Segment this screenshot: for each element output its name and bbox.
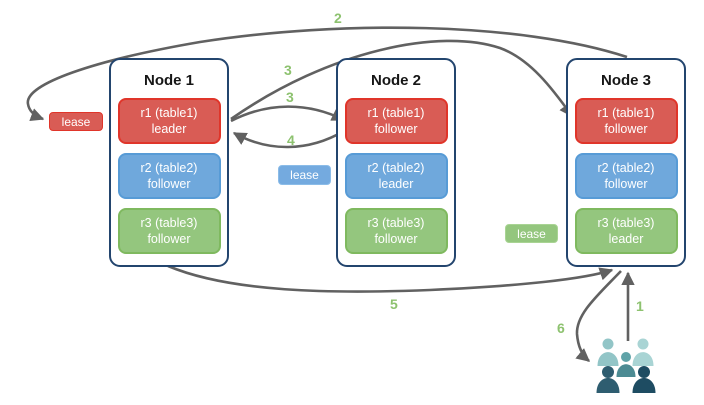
step-label-4: 4 [287, 132, 295, 148]
replica-role: leader [608, 232, 644, 246]
replica-name: r1 (table1) [367, 105, 425, 120]
step-label-2: 2 [334, 10, 342, 26]
replica-role: follower [374, 232, 418, 246]
replica-role: follower [604, 122, 648, 136]
node-3-replica-r3: r3 (table3) leader [574, 208, 678, 254]
node-2-replica-r2: r2 (table2) leader [344, 153, 448, 199]
node-3-replica-r1: r1 (table1) follower [574, 98, 678, 144]
step-label-6: 6 [557, 320, 565, 336]
step-label-1: 1 [636, 298, 644, 314]
replica-name: r3 (table3) [597, 215, 655, 230]
replica-role: follower [147, 232, 191, 246]
node-1-replica-r1: r1 (table1) leader [117, 98, 221, 144]
lease-badge-table3: lease [505, 224, 558, 243]
replica-name: r2 (table2) [597, 160, 655, 175]
node-2-title: Node 2 [370, 72, 421, 89]
node-2: Node 2 r1 (table1) follower r2 (table2) … [336, 58, 456, 267]
replica-role: follower [374, 122, 418, 136]
node-1-replica-r2: r2 (table2) follower [117, 153, 221, 199]
node-1-title: Node 1 [143, 72, 194, 89]
replica-name: r1 (table1) [140, 105, 198, 120]
replica-name: r2 (table2) [140, 160, 198, 175]
node-1: Node 1 r1 (table1) leader r2 (table2) fo… [109, 58, 229, 267]
node-3-replica-r2: r2 (table2) follower [574, 153, 678, 199]
lease-badge-table1: lease [49, 112, 103, 131]
replica-role: leader [378, 177, 414, 191]
arrow-step5-node1-to-node3 [167, 264, 614, 293]
replica-role: leader [151, 122, 187, 136]
replica-name: r2 (table2) [367, 160, 425, 175]
step-label-5: 5 [390, 296, 398, 312]
node-1-replica-r3: r3 (table3) follower [117, 208, 221, 254]
arrow-step6-node3-to-users [575, 270, 622, 362]
replica-name: r1 (table1) [597, 105, 655, 120]
lease-badge-table2: lease [278, 165, 331, 185]
replica-role: follower [147, 177, 191, 191]
arrow-step3-leader-to-node2 [230, 105, 346, 123]
replica-name: r3 (table3) [367, 215, 425, 230]
node-3-title: Node 3 [600, 72, 651, 89]
step-label-3a: 3 [284, 62, 292, 78]
step-label-3b: 3 [286, 89, 294, 105]
node-3: Node 3 r1 (table1) follower r2 (table2) … [566, 58, 686, 267]
users-icon [596, 338, 656, 393]
replica-name: r3 (table3) [140, 215, 198, 230]
node-2-replica-r3: r3 (table3) follower [344, 208, 448, 254]
node-2-replica-r1: r1 (table1) follower [344, 98, 448, 144]
replica-role: follower [604, 177, 648, 191]
